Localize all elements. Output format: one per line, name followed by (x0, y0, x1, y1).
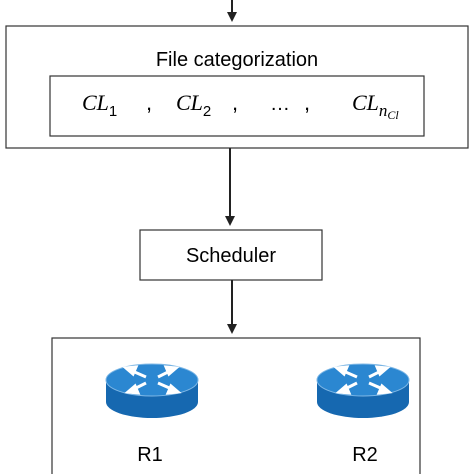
router-icon (316, 363, 410, 418)
separator-3: , (304, 90, 310, 115)
file-categorization-title: File categorization (156, 49, 318, 71)
category-item-2: CL2 (176, 90, 211, 120)
category-list-box (49, 75, 425, 137)
scheduler-box (139, 229, 323, 281)
scheduler-label: Scheduler (186, 245, 276, 267)
separator-2: , (232, 90, 238, 115)
router-label-r2: R2 (352, 444, 378, 466)
ellipsis: … (270, 93, 290, 115)
router-icon (105, 363, 199, 418)
category-item-n: CLnCl (352, 90, 399, 122)
category-item-1: CL1 (82, 90, 117, 120)
router-label-r1: R1 (137, 444, 163, 466)
separator-1: , (146, 90, 152, 115)
